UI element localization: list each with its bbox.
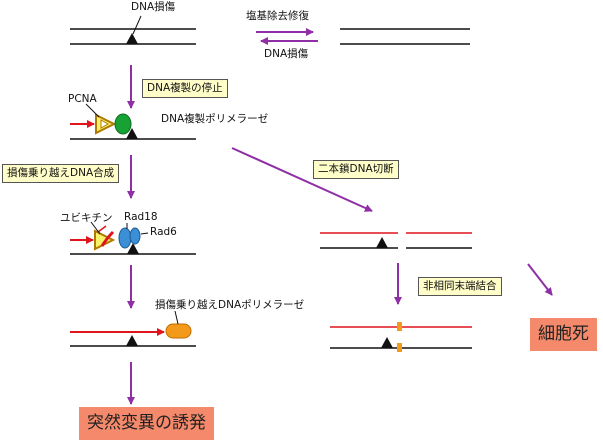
rad18-icon <box>118 227 132 249</box>
rejoined-dna <box>330 322 472 352</box>
arrow-to-cell-death <box>527 263 553 296</box>
base-excision-repair-label: 塩基除去修復 <box>246 10 309 22</box>
pcna-label: PCNA <box>68 93 97 105</box>
lesion-triangle-icon <box>127 243 139 254</box>
translesion-synthesis <box>70 310 196 347</box>
dna-damage-reverse-label: DNA損傷 <box>264 48 309 60</box>
lesion-triangle-icon <box>126 335 138 346</box>
ubiquitin-icon <box>100 230 115 247</box>
double-strand-break-box: 二本鎖DNA切断 <box>313 160 399 179</box>
damaged-dna-duplex <box>70 15 196 45</box>
lesion-triangle-icon <box>376 237 388 248</box>
ubiquitin-label: ユビキチン <box>60 212 113 224</box>
rad6-label: Rad6 <box>150 226 177 238</box>
junction-marker <box>397 322 402 331</box>
mutation-outcome-box: 突然変異の誘発 <box>79 407 214 440</box>
dna-polymerase-label: DNA複製ポリメラーゼ <box>161 113 269 125</box>
dna-damage-label: DNA損傷 <box>131 1 176 13</box>
polymerase-icon <box>114 113 132 135</box>
double-strand-break <box>320 232 472 249</box>
junction-marker <box>397 343 402 352</box>
tls-polymerase-icon <box>165 323 192 339</box>
stalled-replication-fork <box>70 103 196 140</box>
repaired-dna-duplex <box>340 28 470 45</box>
rad6-icon <box>129 227 141 245</box>
pcna-ubiquitination <box>70 221 196 255</box>
tls-polymerase-label: 損傷乗り越えDNAポリメラーゼ <box>155 299 305 311</box>
lesion-triangle-icon <box>381 337 393 348</box>
lesion-triangle-icon <box>126 128 138 139</box>
nhej-box: 非相同末端結合 <box>418 277 502 296</box>
rad18-label: Rad18 <box>124 211 158 223</box>
tls-synthesis-box: 損傷乗り越えDNA合成 <box>2 164 120 183</box>
cell-death-outcome-box: 細胞死 <box>530 318 597 351</box>
replication-stall-box: DNA複製の停止 <box>142 79 228 98</box>
lesion-triangle-icon <box>126 33 138 44</box>
arrow-to-dsb <box>231 147 373 212</box>
